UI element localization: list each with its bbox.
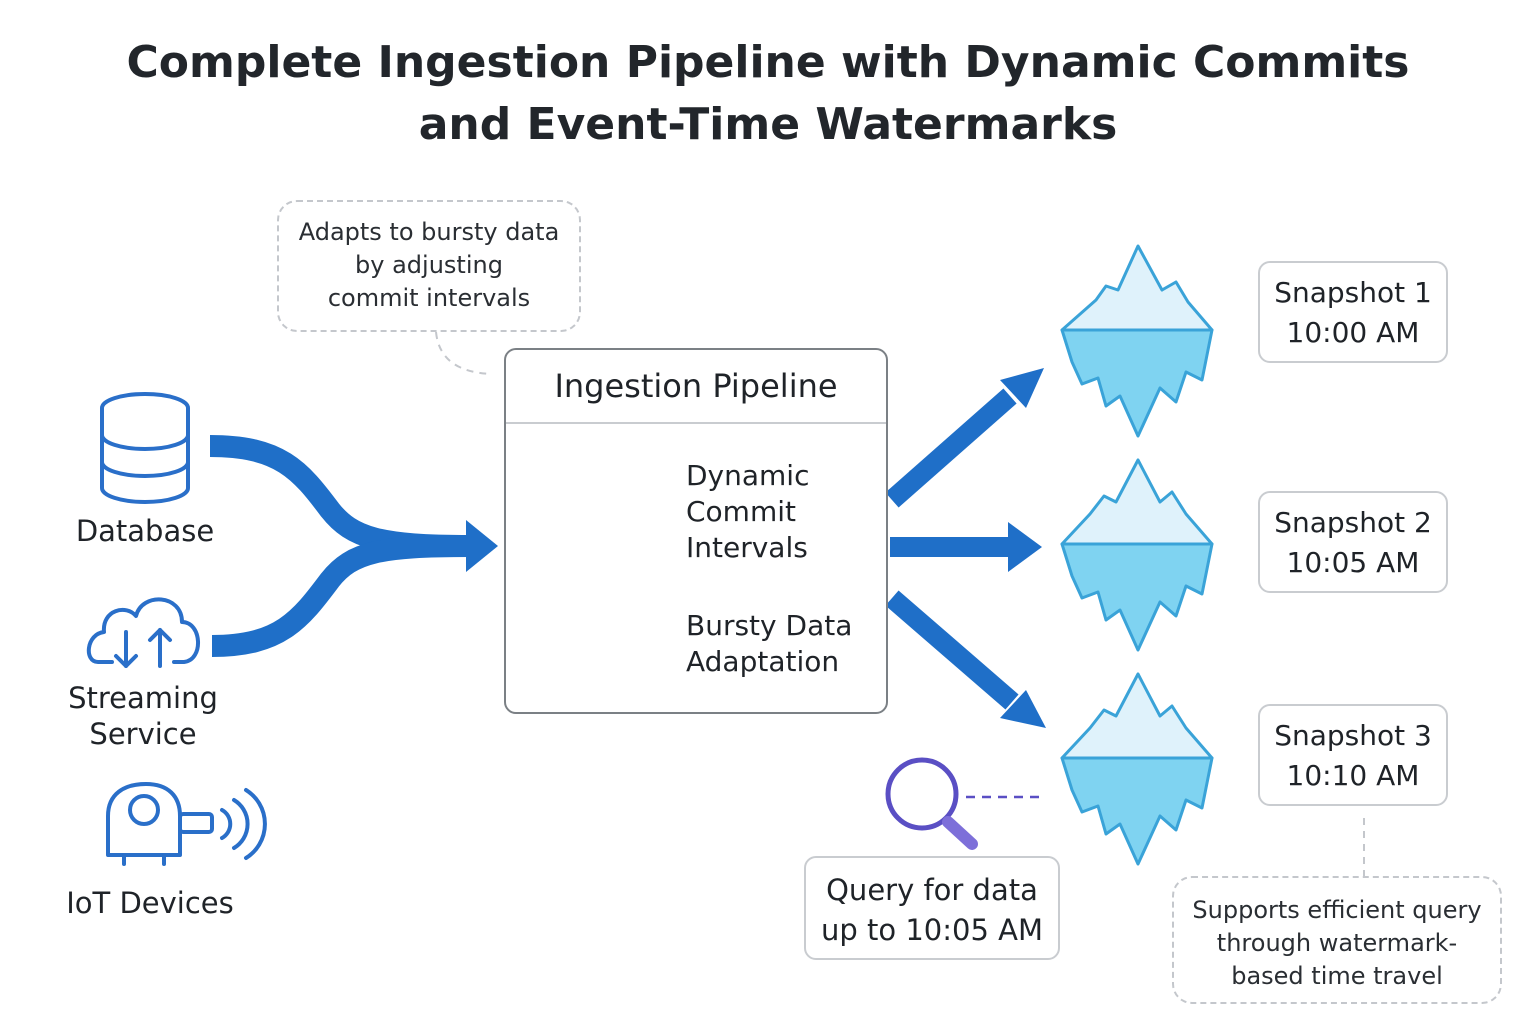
- streaming-service-label: Streaming Service: [48, 680, 238, 752]
- timetravel-note-line-1: Supports efficient query: [1192, 896, 1482, 924]
- query-line-1: Query for data: [826, 873, 1038, 907]
- database-flow-line: [209, 435, 471, 557]
- output-arrows: [885, 368, 1046, 728]
- iceberg-2: [1060, 458, 1214, 652]
- pipeline-title: Ingestion Pipeline: [506, 350, 886, 424]
- iot-sensor-icon: [106, 782, 267, 866]
- database-icon: [100, 392, 190, 504]
- bursty-note-tail: [435, 331, 493, 375]
- database-label: Database: [75, 514, 215, 548]
- merge-arrow: [209, 435, 471, 657]
- dynamic-commit-feature: Dynamic Commit Intervals: [686, 458, 809, 566]
- title-line-2: and Event-Time Watermarks: [418, 99, 1118, 150]
- bursty-note-line-2: by adjusting: [355, 251, 503, 279]
- feature-1-line-3: Intervals: [686, 531, 808, 564]
- arrow-head-3: [1000, 690, 1046, 728]
- snapshot-3-time: 10:10 AM: [1286, 759, 1420, 792]
- bursty-note-line-3: commit intervals: [327, 284, 531, 312]
- bursty-data-note: Adapts to bursty data by adjusting commi…: [277, 200, 581, 332]
- query-line-2: up to 10:05 AM: [821, 913, 1043, 947]
- feature-2-line-2: Adaptation: [686, 645, 840, 678]
- timetravel-note-line-3: based time travel: [1231, 962, 1443, 990]
- diagram-title: Complete Ingestion Pipeline with Dynamic…: [0, 32, 1536, 156]
- query-box: Query for data up to 10:05 AM: [804, 856, 1060, 960]
- arrow-head-2: [1008, 522, 1042, 572]
- bursty-note-line-1: Adapts to bursty data: [298, 218, 560, 246]
- iot-devices-label: IoT Devices: [66, 886, 234, 920]
- snapshot-2-card: Snapshot 2 10:05 AM: [1258, 491, 1448, 593]
- arrow-head-1: [1000, 368, 1044, 408]
- feature-1-line-1: Dynamic: [686, 459, 810, 492]
- iceberg-1: [1060, 244, 1214, 438]
- snapshot-3-name: Snapshot 3: [1274, 719, 1432, 752]
- snapshot-3-card: Snapshot 3 10:10 AM: [1258, 704, 1448, 806]
- cloud-sync-icon: [87, 597, 200, 668]
- feature-1-line-2: Commit: [686, 495, 796, 528]
- ingestion-pipeline-box: Ingestion Pipeline Dynamic Commit Interv…: [504, 348, 888, 714]
- iceberg-3: [1060, 672, 1214, 866]
- merge-arrow-head: [466, 520, 498, 572]
- snapshot-1-card: Snapshot 1 10:00 AM: [1258, 261, 1448, 363]
- bursty-adaptation-feature: Bursty Data Adaptation: [686, 608, 852, 680]
- arrow-to-snapshot-3: [885, 590, 1019, 710]
- timetravel-note-line-2: through watermark-: [1216, 929, 1458, 957]
- streaming-flow-line: [211, 535, 471, 657]
- snapshot-1-name: Snapshot 1: [1274, 276, 1432, 309]
- arrow-to-snapshot-1: [885, 388, 1017, 508]
- snapshot-2-name: Snapshot 2: [1274, 506, 1432, 539]
- snapshot-1-time: 10:00 AM: [1286, 316, 1420, 349]
- title-line-1: Complete Ingestion Pipeline with Dynamic…: [126, 37, 1410, 88]
- streaming-label-line-1: Streaming: [68, 681, 218, 715]
- magnifier-icon: [885, 757, 978, 850]
- snapshot-2-time: 10:05 AM: [1286, 546, 1420, 579]
- feature-2-line-1: Bursty Data: [686, 609, 853, 642]
- time-travel-note: Supports efficient query through waterma…: [1172, 876, 1502, 1004]
- streaming-label-line-2: Service: [89, 717, 197, 751]
